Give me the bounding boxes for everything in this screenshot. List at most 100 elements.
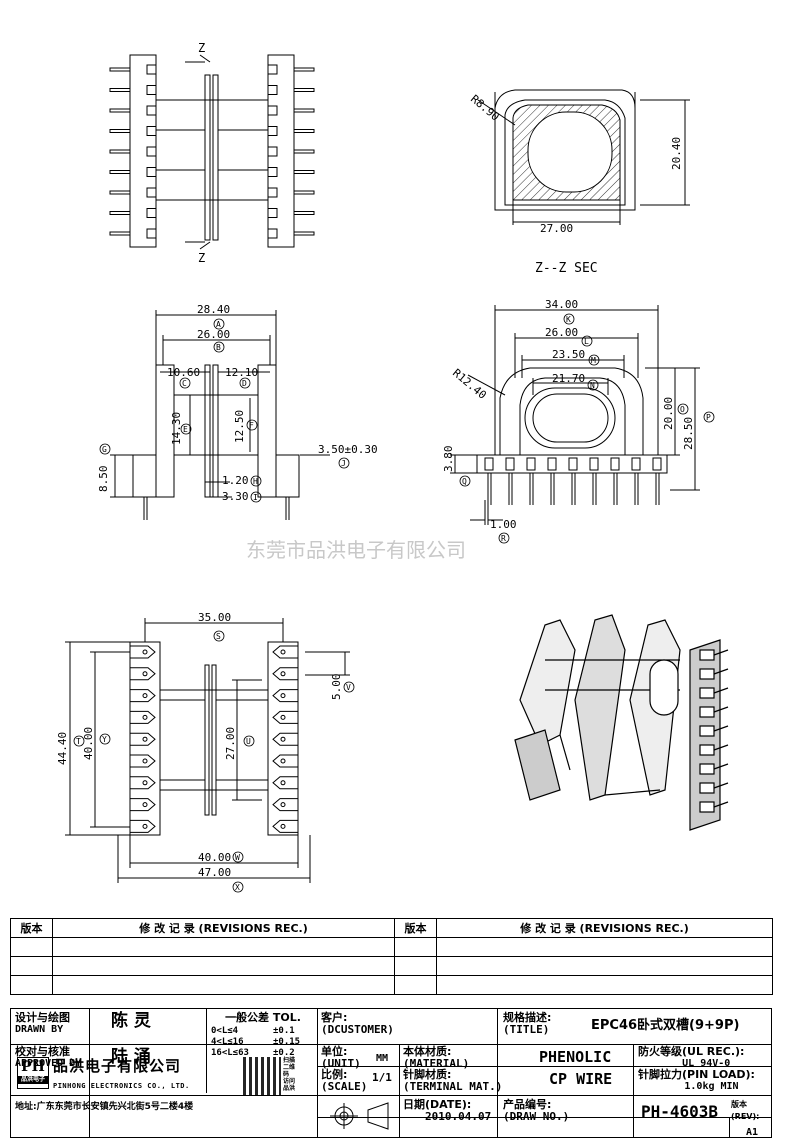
- section-view: [477, 89, 690, 225]
- rev-label: 版本(REV):: [731, 1100, 760, 1121]
- tag-p: P: [706, 413, 711, 422]
- fire-rating-value: UL 94V-0: [682, 1058, 731, 1069]
- bottom-dim-x: 47.00: [198, 866, 231, 879]
- pin: [109, 211, 131, 215]
- pin-slot: [146, 187, 157, 198]
- front-dim-g: 8.50: [97, 466, 110, 493]
- pin: [109, 170, 131, 174]
- draw-no-label-cn: 产品编号:: [503, 1098, 552, 1111]
- bottom-dim-w: 40.00: [198, 851, 231, 864]
- pin-slot: [267, 105, 278, 116]
- side-dim-n: 21.70: [552, 372, 585, 385]
- rev-header-version-2: 版本: [394, 918, 437, 938]
- pin-slot: [146, 208, 157, 218]
- bottom-dim-v: 5.00: [330, 674, 343, 701]
- technical-drawing: Z Z 27.00 20.40 R8.90 Z--Z SEC: [56, 41, 729, 893]
- company-address: 地址:广东东莞市长安镇先兴北街5号二楼4楼: [15, 1102, 194, 1112]
- side-dim-o: 20.00: [662, 397, 675, 430]
- pad: [272, 645, 298, 659]
- material-label-en: (MATERIAL): [403, 1057, 470, 1070]
- pad: [130, 776, 156, 790]
- terminal-label-en: (TERMINAL MAT.): [403, 1080, 503, 1093]
- pin-slot: [526, 457, 536, 471]
- scale-value: 1/1: [372, 1071, 392, 1084]
- tolerance-row: 0<L≤4±0.1: [211, 1026, 295, 1036]
- draw-no-label-en: (DRAW NO.): [503, 1110, 570, 1123]
- company-logo: PH 品洪电子: [17, 1057, 49, 1089]
- side-dim-r: 1.00: [490, 518, 517, 531]
- sec-width-dim: 27.00: [540, 222, 573, 235]
- pad: [130, 754, 156, 768]
- pin-slot: [146, 228, 157, 239]
- pin-hole: [280, 693, 286, 699]
- pin: [293, 170, 315, 174]
- pin: [713, 649, 729, 656]
- pin-hole: [142, 714, 148, 720]
- pin-slot: [146, 167, 157, 177]
- date-label: 日期(DATE):: [403, 1098, 472, 1111]
- company-name-en: PINHONG ELECTRONICS CO., LTD.: [53, 1082, 190, 1090]
- tag-y: Y: [102, 735, 107, 744]
- pin-slot: [610, 457, 620, 471]
- pad: [272, 732, 298, 746]
- pad: [272, 819, 298, 833]
- drawn-by-label-cn: 设计与绘图: [15, 1011, 70, 1024]
- pin: [699, 801, 715, 813]
- pin-load-value: 1.0kg MIN: [684, 1081, 739, 1092]
- unit-value: MM: [376, 1053, 389, 1064]
- terminal-value: CP WIRE: [549, 1070, 613, 1088]
- pin-slot: [652, 457, 662, 471]
- pin: [109, 231, 131, 236]
- pin-slot: [505, 457, 515, 471]
- rev-value: A1: [745, 1127, 759, 1138]
- projection-symbol-icon: [326, 1097, 396, 1135]
- pin-hole: [142, 736, 148, 742]
- pin: [699, 763, 715, 775]
- pin: [713, 744, 729, 751]
- pin-slot: [267, 126, 278, 136]
- material-label-cn: 本体材质:: [403, 1045, 452, 1058]
- bottom-dim-u: 27.00: [224, 727, 237, 760]
- pin: [713, 706, 729, 713]
- pad: [130, 798, 156, 812]
- tag-k: K: [566, 315, 571, 324]
- pin-slot: [547, 457, 557, 471]
- pin: [713, 687, 729, 694]
- drawn-by-label-en: DRAWN BY: [15, 1024, 64, 1035]
- pin: [293, 211, 315, 215]
- side-dim-k: 34.00: [545, 298, 578, 311]
- pin-hole: [142, 671, 148, 677]
- pin: [713, 763, 729, 770]
- pin-hole: [280, 714, 286, 720]
- pin-slot: [146, 64, 157, 75]
- front-dim-j: 3.50±0.30: [318, 443, 378, 456]
- company-name-cn: 品洪电子有限公司: [53, 1057, 182, 1075]
- tolerance-row: 4<L≤16±0.15: [211, 1037, 301, 1047]
- pin-slot: [589, 457, 599, 471]
- tag-r: R: [501, 534, 506, 543]
- title-block: 版本 修 改 记 录 (REVISIONS REC.) 版本 修 改 记 录 (…: [10, 918, 773, 1140]
- pin-hole: [142, 780, 148, 786]
- isometric-view: [514, 614, 729, 831]
- pin: [699, 706, 715, 718]
- pin: [293, 231, 315, 236]
- draw-no-value: PH-4603B: [641, 1102, 719, 1121]
- front-dim-h: 1.20: [222, 474, 249, 487]
- pin-slot: [146, 105, 157, 116]
- pad: [130, 710, 156, 724]
- title-label-en: (TITLE): [503, 1023, 550, 1036]
- rev-header-version: 版本: [10, 918, 53, 938]
- tag-v: V: [346, 683, 351, 692]
- pin: [109, 129, 131, 133]
- pin-slot: [267, 85, 278, 95]
- tag-f: F: [249, 421, 254, 430]
- tag-g: G: [102, 445, 107, 454]
- tag-o: O: [680, 405, 685, 414]
- date-value: 2010.04.07: [425, 1110, 492, 1123]
- side-dim-l: 26.00: [545, 326, 578, 339]
- tolerance-title: 一般公差 TOL.: [225, 1011, 301, 1024]
- bottom-dim-y: 40.00: [82, 727, 95, 760]
- pin: [109, 190, 131, 195]
